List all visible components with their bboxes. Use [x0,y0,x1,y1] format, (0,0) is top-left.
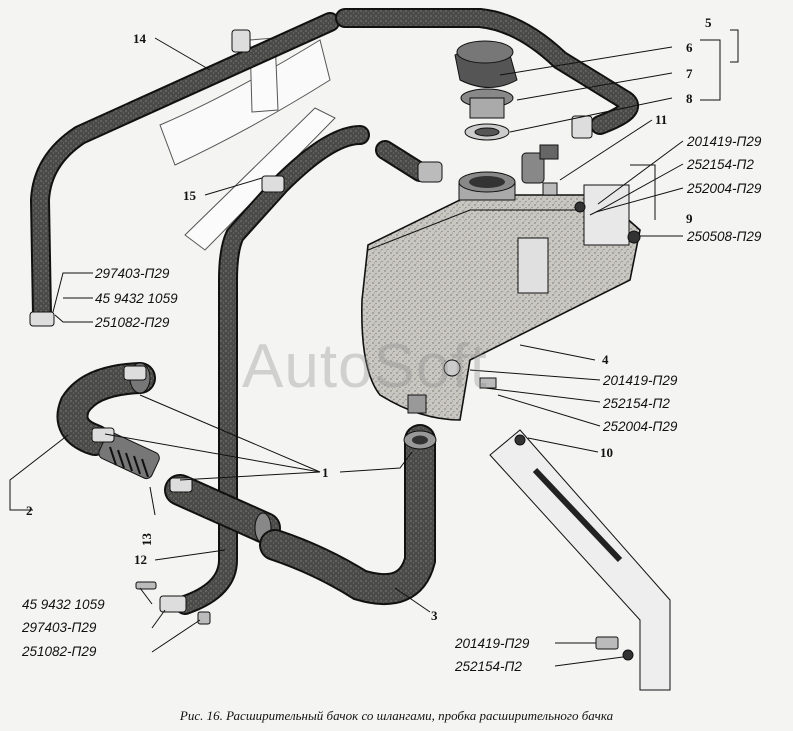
callout-10: 10 [600,445,613,460]
callout-15: 15 [183,188,196,203]
short-tank-hose [375,140,443,183]
callout-3: 3 [431,608,438,623]
part-label: 252004-П29 [687,181,762,196]
bracket-10 [489,429,671,691]
expansion-tank [361,171,641,421]
part-label: 201419-П29 [603,373,678,388]
spring-13 [98,432,160,480]
callout-11: 11 [655,112,668,127]
hose-14 [29,12,340,325]
callout-1: 1 [322,465,329,480]
figure-caption: Рис. 16. Расширительный бачок со шлангам… [179,708,614,723]
callout-13: 13 [139,533,154,546]
part-label: 45 9432 1059 [22,597,105,612]
upper-hose [335,8,639,135]
part-label: 252154-П2 [687,157,754,172]
part-label: 45 9432 1059 [95,291,178,306]
fitting-11 [521,144,559,184]
part-label: 251082-П29 [95,315,170,330]
callout-6: 6 [686,40,693,55]
part-label: 252154-П2 [455,659,522,674]
callout-12: 12 [134,552,147,567]
part-label: 252154-П2 [603,396,670,411]
callout-14: 14 [133,31,146,46]
part-label: 250508-П29 [687,229,762,244]
watermark: AutoSoft [242,332,488,401]
part-label: 201419-П29 [687,134,762,149]
callout-2: 2 [26,503,33,518]
part-label: 201419-П29 [455,636,530,651]
part-label: 297403-П29 [95,266,170,281]
bolts [135,182,641,661]
part-label: 251082-П29 [22,644,97,659]
cap-assembly [454,40,518,141]
callout-4: 4 [602,352,609,367]
part-label: 252004-П29 [603,419,678,434]
callout-5: 5 [705,15,712,30]
hose-12 [175,125,370,615]
callout-7: 7 [686,66,693,81]
hose-3 [259,424,437,606]
part-label: 297403-П29 [22,620,97,635]
clamps [29,29,593,613]
leader-lines [9,29,739,667]
callout-8: 8 [686,91,693,106]
callout-9: 9 [686,211,693,226]
